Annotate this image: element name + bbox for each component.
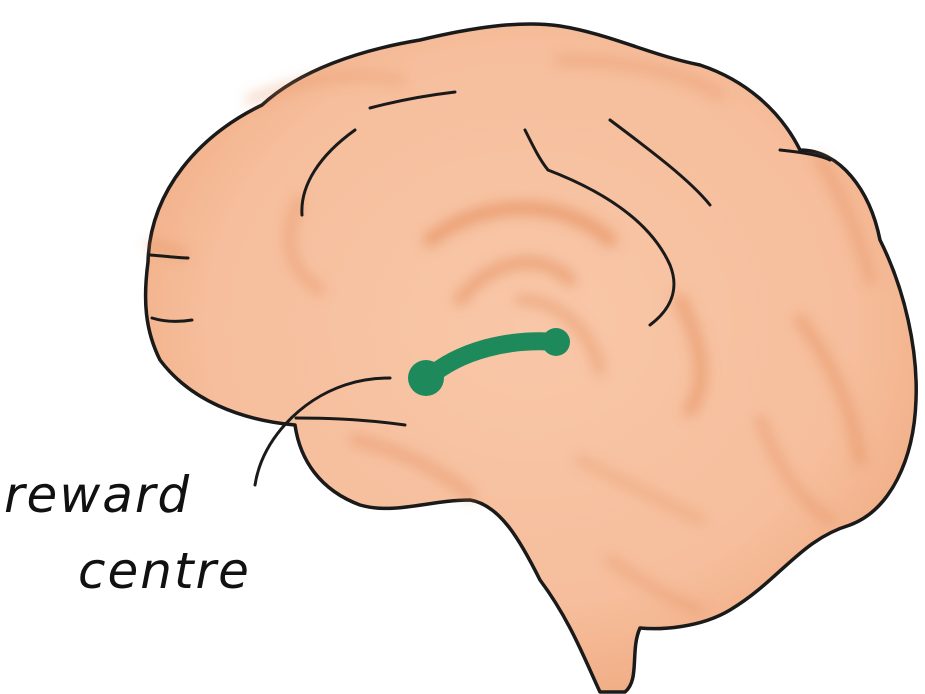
label-reward: reward [4, 466, 191, 524]
brain-outline [146, 24, 917, 692]
label-centre: centre [78, 542, 251, 600]
